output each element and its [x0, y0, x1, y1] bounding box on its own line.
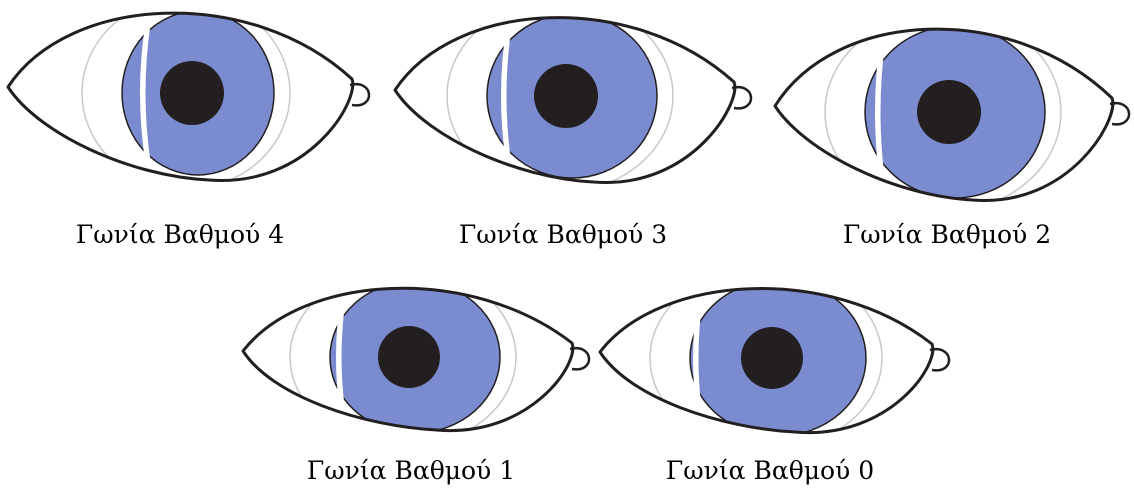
caption-grade-3: Γωνία Βαθμού 3: [459, 222, 667, 247]
caption-grade-4: Γωνία Βαθμού 4: [76, 222, 284, 247]
eye-grade-1: [243, 267, 589, 447]
pupil: [741, 327, 803, 389]
pupil: [160, 61, 224, 125]
pupil: [534, 64, 598, 128]
eye-grade-2: [775, 12, 1129, 212]
caption-grade-1: Γωνία Βαθμού 1: [307, 458, 515, 483]
caption-grade-0: Γωνία Βαθμού 0: [666, 458, 874, 483]
pupil: [917, 80, 981, 144]
pupil: [378, 326, 440, 388]
eye-grade-3: [395, 0, 751, 192]
eye-grade-4: [8, 0, 369, 189]
caption-grade-2: Γωνία Βαθμού 2: [843, 222, 1051, 247]
eye-grade-0: [600, 266, 949, 450]
